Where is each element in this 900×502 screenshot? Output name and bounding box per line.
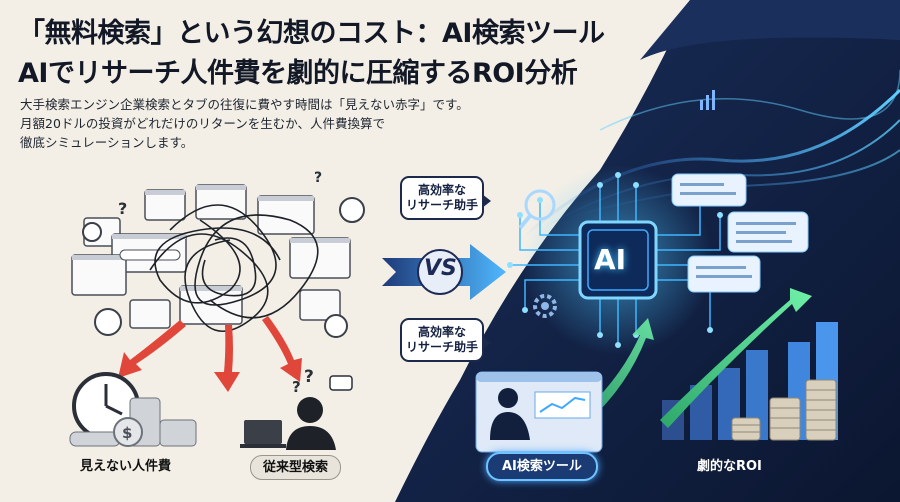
svg-text:$: $ — [122, 424, 132, 442]
subtitle-line-3: 徹底シミュレーションします。 — [20, 135, 194, 150]
callout-top-line-2: リサーチ助手 — [406, 198, 479, 212]
callout-research-assistant-top: 高効率な リサーチ助手 — [400, 176, 491, 220]
svg-text:?: ? — [314, 170, 322, 186]
dollar-coin — [113, 417, 143, 447]
growth-arrow — [660, 288, 812, 428]
callout-top-line-1: 高効率な — [417, 183, 466, 197]
ai-chip-label: AI — [594, 243, 627, 276]
person-icon — [498, 388, 518, 408]
red-arrows — [118, 316, 302, 392]
label-hidden-cost: 見えない人件費 — [80, 459, 172, 474]
svg-text:?: ? — [292, 378, 301, 396]
tangled-lines — [149, 204, 319, 332]
subtitle-line-1: 大手検索エンジン企業検索とタブの往復に費やす時間は「見えない赤字」です。 — [20, 97, 469, 112]
svg-text:?: ? — [304, 367, 314, 387]
gear-icon — [533, 294, 557, 318]
magnifier-icon — [524, 189, 556, 221]
ai-chip — [578, 220, 658, 300]
laptop-icon — [244, 420, 282, 444]
answer-cards — [671, 173, 809, 293]
label-traditional-search: 従来型検索 — [250, 455, 342, 480]
title-line-1: 「無料検索」という幻想のコスト：AI検索ツール — [18, 18, 605, 49]
clock-icons — [94, 197, 365, 338]
label-dramatic-roi: 劇的なROI — [697, 459, 762, 474]
subtitle-line-2: 月額20ドルの投資がどれだけのリターンを生むか、人件費換算で — [20, 116, 386, 131]
callout-bottom-line-1: 高効率な — [417, 325, 466, 339]
callout-research-assistant-bottom: 高効率な リサーチ助手 — [400, 318, 491, 362]
label-ai-search-tool: AI検索ツール — [486, 452, 598, 481]
svg-text:?: ? — [118, 199, 127, 218]
stressed-person-icon — [297, 397, 323, 423]
dark-panel-upper — [640, 0, 900, 60]
vs-label: VS — [424, 256, 457, 281]
title-line-2: AIでリサーチ人件費を劇的に圧縮するROI分析 — [18, 58, 578, 89]
callout-bottom-line-2: リサーチ助手 — [406, 340, 479, 354]
